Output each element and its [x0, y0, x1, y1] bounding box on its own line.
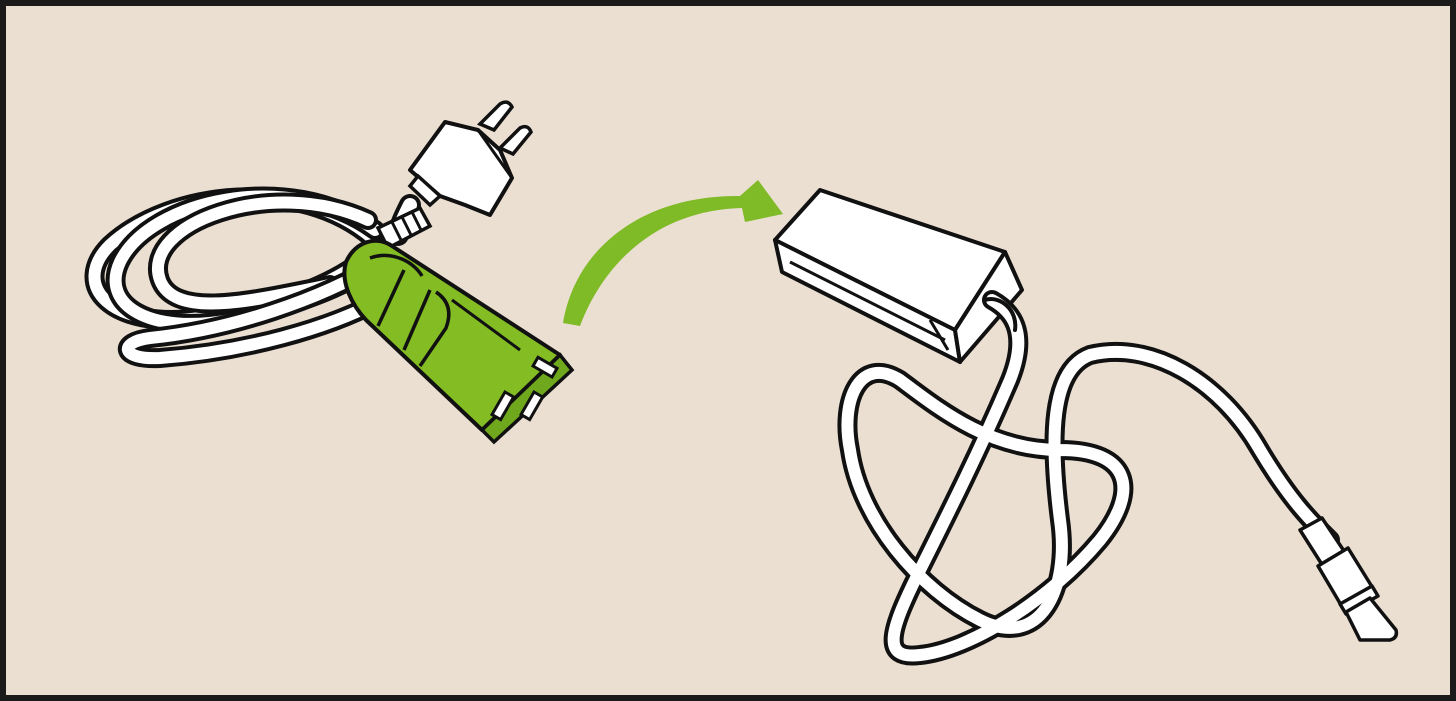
- power-cable-illustration: [0, 0, 1456, 701]
- illustration-frame: [0, 0, 1456, 701]
